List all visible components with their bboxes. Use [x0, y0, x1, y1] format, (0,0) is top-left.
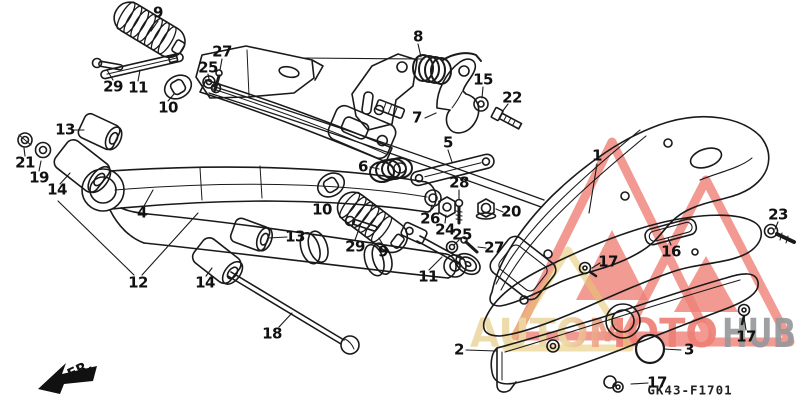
- screw-part28: [454, 198, 464, 225]
- bolt-part23: [763, 223, 796, 244]
- collar-part13-left: [77, 112, 123, 151]
- brake-rod-rail: [208, 85, 545, 208]
- nut-part21: [17, 132, 33, 148]
- diagram-code: GK43-F1701: [647, 382, 733, 398]
- washer-part26: [424, 189, 442, 207]
- footpeg-pin-part11-center: [400, 221, 481, 276]
- stopper-bracket-part7: [436, 58, 480, 134]
- logo-triangle-icon: [511, 137, 713, 341]
- screw-part17-c: [603, 375, 624, 393]
- flange-nut-part20: [475, 198, 497, 220]
- clevis-pin-part29-top: [91, 57, 124, 71]
- front-direction-arrow-icon: [38, 363, 97, 394]
- return-spring-part8: [412, 52, 482, 85]
- collar-part13-right: [229, 217, 273, 252]
- swingarm-lower-arm-part12: [109, 207, 467, 279]
- leader-lines: [23, 20, 779, 385]
- bushing-part14-right: [191, 237, 244, 285]
- logo-triangle-icon: [617, 175, 795, 347]
- clevis-pin-part29-center: [344, 215, 378, 232]
- nut-part24: [438, 196, 456, 218]
- pin-part27-lower: [460, 236, 479, 254]
- ring-washer-part10-top: [163, 74, 193, 100]
- spring-part6: [369, 157, 413, 183]
- brake-pedal-lever: [199, 53, 418, 163]
- chain-case-body-panel: [482, 214, 763, 365]
- washer-part19: [34, 141, 52, 159]
- watermark-text-secondary: HUB: [722, 311, 796, 357]
- footpeg-pin-part11-top: [100, 52, 184, 80]
- washer-part15: [473, 96, 489, 112]
- chain-case-upper-part1: [489, 116, 770, 307]
- chain-case-lower-part2: [490, 273, 759, 393]
- ring-washer-part10-center: [316, 172, 346, 198]
- logo-accent-triangle-icon: [502, 246, 634, 352]
- swingarm-part4: [81, 165, 437, 213]
- bushing-part14-left: [53, 139, 112, 194]
- washer-part25-lower: [445, 240, 459, 254]
- screw-part17-a: [578, 261, 598, 278]
- footpeg-rubber-part9-top: [113, 1, 186, 59]
- pivot-bolt: [374, 99, 406, 119]
- pivot-bolt-part18: [227, 271, 360, 355]
- inspection-slot-part16: [644, 218, 698, 246]
- rubber-cap-part3: [634, 333, 666, 365]
- bolt-part22: [490, 106, 523, 130]
